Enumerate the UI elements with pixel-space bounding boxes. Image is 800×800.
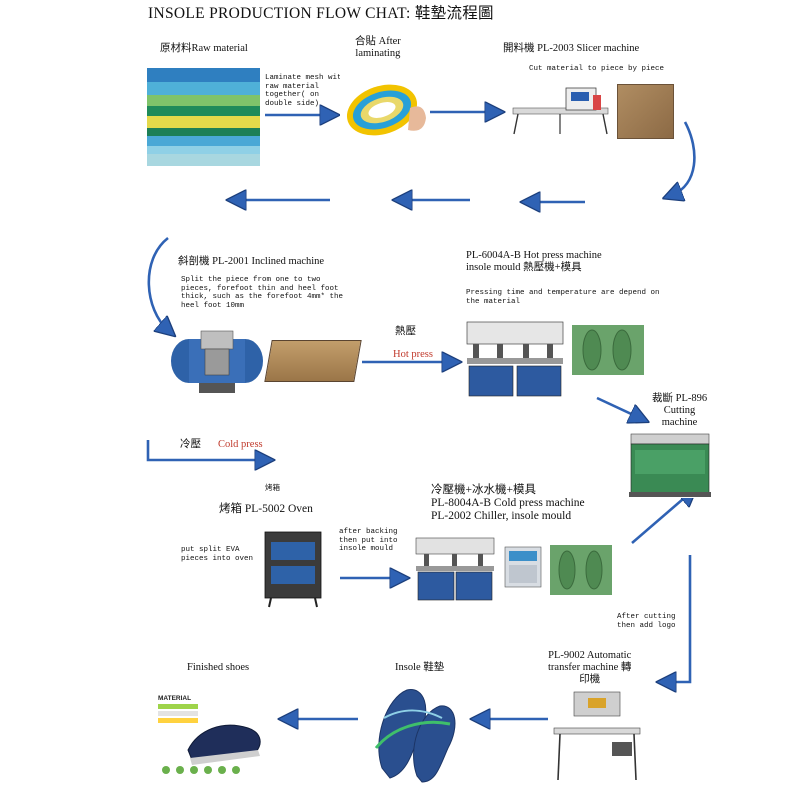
laminate-note: Laminate mesh with raw material together…: [265, 74, 347, 108]
hot-press-cn-label: 熱壓: [395, 326, 416, 337]
cut-piece-image: [617, 84, 674, 139]
oven-label: 烤箱 PL-5002 Oven: [219, 503, 313, 515]
put-split-note: put split EVA pieces into oven: [181, 546, 254, 563]
hot-press-machine-image: [463, 320, 568, 398]
hot-press-label: PL-6004A-B Hot press machine insole moul…: [466, 250, 602, 274]
transfer-label: PL-9002 Automatic transfer machine 轉 印機: [548, 650, 632, 686]
inclined-note: Split the piece from one to two pieces, …: [181, 276, 344, 310]
finished-shoes-label: Finished shoes: [187, 662, 250, 673]
slicer-label: 開料機 PL-2003 Slicer machine: [503, 43, 640, 54]
cutting-machine-image: [627, 432, 713, 498]
after-backing-note: after backing then put into insole mould: [339, 528, 398, 554]
oven-image: [264, 531, 322, 608]
cold-press-mould-image: [550, 545, 612, 595]
hot-press-en-label: Hot press: [393, 349, 433, 360]
cutting-label: 裁斷 PL-896 Cutting machine: [652, 393, 708, 429]
feature-icon-2: [176, 766, 184, 774]
arrow-slicer-curve: [672, 121, 696, 195]
split-piece-image: [264, 340, 362, 382]
feature-icon-3: [190, 766, 198, 774]
inclined-machine-image: [171, 330, 263, 393]
cold-press-cn-label: 冷壓: [180, 439, 201, 450]
feature-icon-5: [218, 766, 226, 774]
transfer-machine-image: [552, 690, 642, 782]
laminated-foam-image: [340, 68, 430, 146]
after-laminating-label: 合貼 After laminating: [355, 36, 401, 60]
arrow-cold-to-cutting: [631, 493, 690, 544]
raw-material-image: [147, 68, 260, 166]
raw-material-label: 原材料Raw material: [160, 43, 248, 54]
arrow-cold-press-start: [146, 440, 265, 460]
hot-press-mould-image: [572, 325, 644, 375]
feature-icon-6: [232, 766, 240, 774]
arrow-down-to-transfer: [666, 555, 692, 682]
arrow-to-cutting: [596, 396, 640, 418]
feature-icon-1: [162, 766, 170, 774]
insole-image: [362, 678, 464, 786]
page-title: INSOLE PRODUCTION FLOW CHAT: 鞋墊流程圖: [148, 5, 494, 22]
after-cutting-note: After cutting then add logo: [617, 613, 676, 630]
inclined-label: 斜剖機 PL-2001 Inclined machine: [178, 256, 325, 267]
cold-press-en-label: Cold press: [218, 439, 263, 450]
chiller-image: [504, 546, 542, 588]
oven-caption: 烤箱: [265, 483, 280, 492]
slicer-machine-image: [512, 87, 609, 135]
slicer-note: Cut material to piece by piece: [529, 65, 665, 73]
material-badge-text: MATERIAL: [158, 695, 191, 702]
cold-press-label: 冷壓機+冰水機+模具 PL-8004A-B Cold press machine…: [431, 484, 585, 523]
feature-icon-4: [204, 766, 212, 774]
hot-press-note: Pressing time and temperature are depend…: [466, 289, 660, 306]
arrow-down-curve: [147, 236, 168, 330]
insole-label: Insole 鞋墊: [395, 662, 445, 673]
cold-press-machine-image: [414, 536, 496, 604]
finished-shoes-image: MATERIAL: [152, 690, 267, 778]
